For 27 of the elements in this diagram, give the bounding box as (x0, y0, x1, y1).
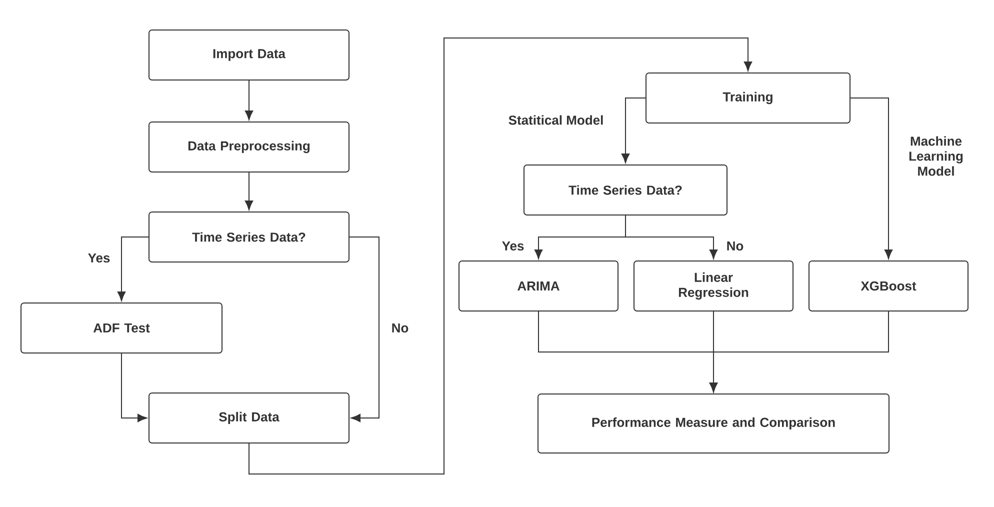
process-box: XGBoost (808, 260, 968, 312)
arrow (117, 236, 149, 302)
arrow (709, 311, 889, 392)
edge-label: Statitical Model (508, 115, 603, 125)
process-box: Data Preprocessing (148, 122, 350, 172)
process-box: Import Data (148, 30, 350, 80)
arrow (621, 98, 646, 164)
process-box: Split Data (148, 392, 350, 444)
process-box: Time Series Data? (148, 212, 350, 262)
arrow (349, 236, 380, 422)
edge-label: Yes (502, 241, 524, 251)
process-box: Performance Measure and Comparison (538, 394, 890, 454)
arrow (244, 80, 254, 120)
arrow (625, 215, 718, 260)
edge-label: No (727, 241, 744, 251)
arrow (244, 172, 254, 210)
process-box: Training (646, 72, 850, 124)
edge-label: Machine Learning Model (909, 136, 963, 176)
edge-label: Yes (88, 253, 110, 263)
arrow (121, 353, 148, 422)
process-box: Linear Regression (634, 260, 794, 312)
process-box: ARIMA (458, 260, 618, 312)
arrow (248, 38, 752, 474)
process-box: Time Series Data? (524, 164, 728, 216)
arrow (850, 98, 893, 260)
edge-label: No (392, 323, 408, 333)
process-box: ADF Test (20, 302, 222, 354)
